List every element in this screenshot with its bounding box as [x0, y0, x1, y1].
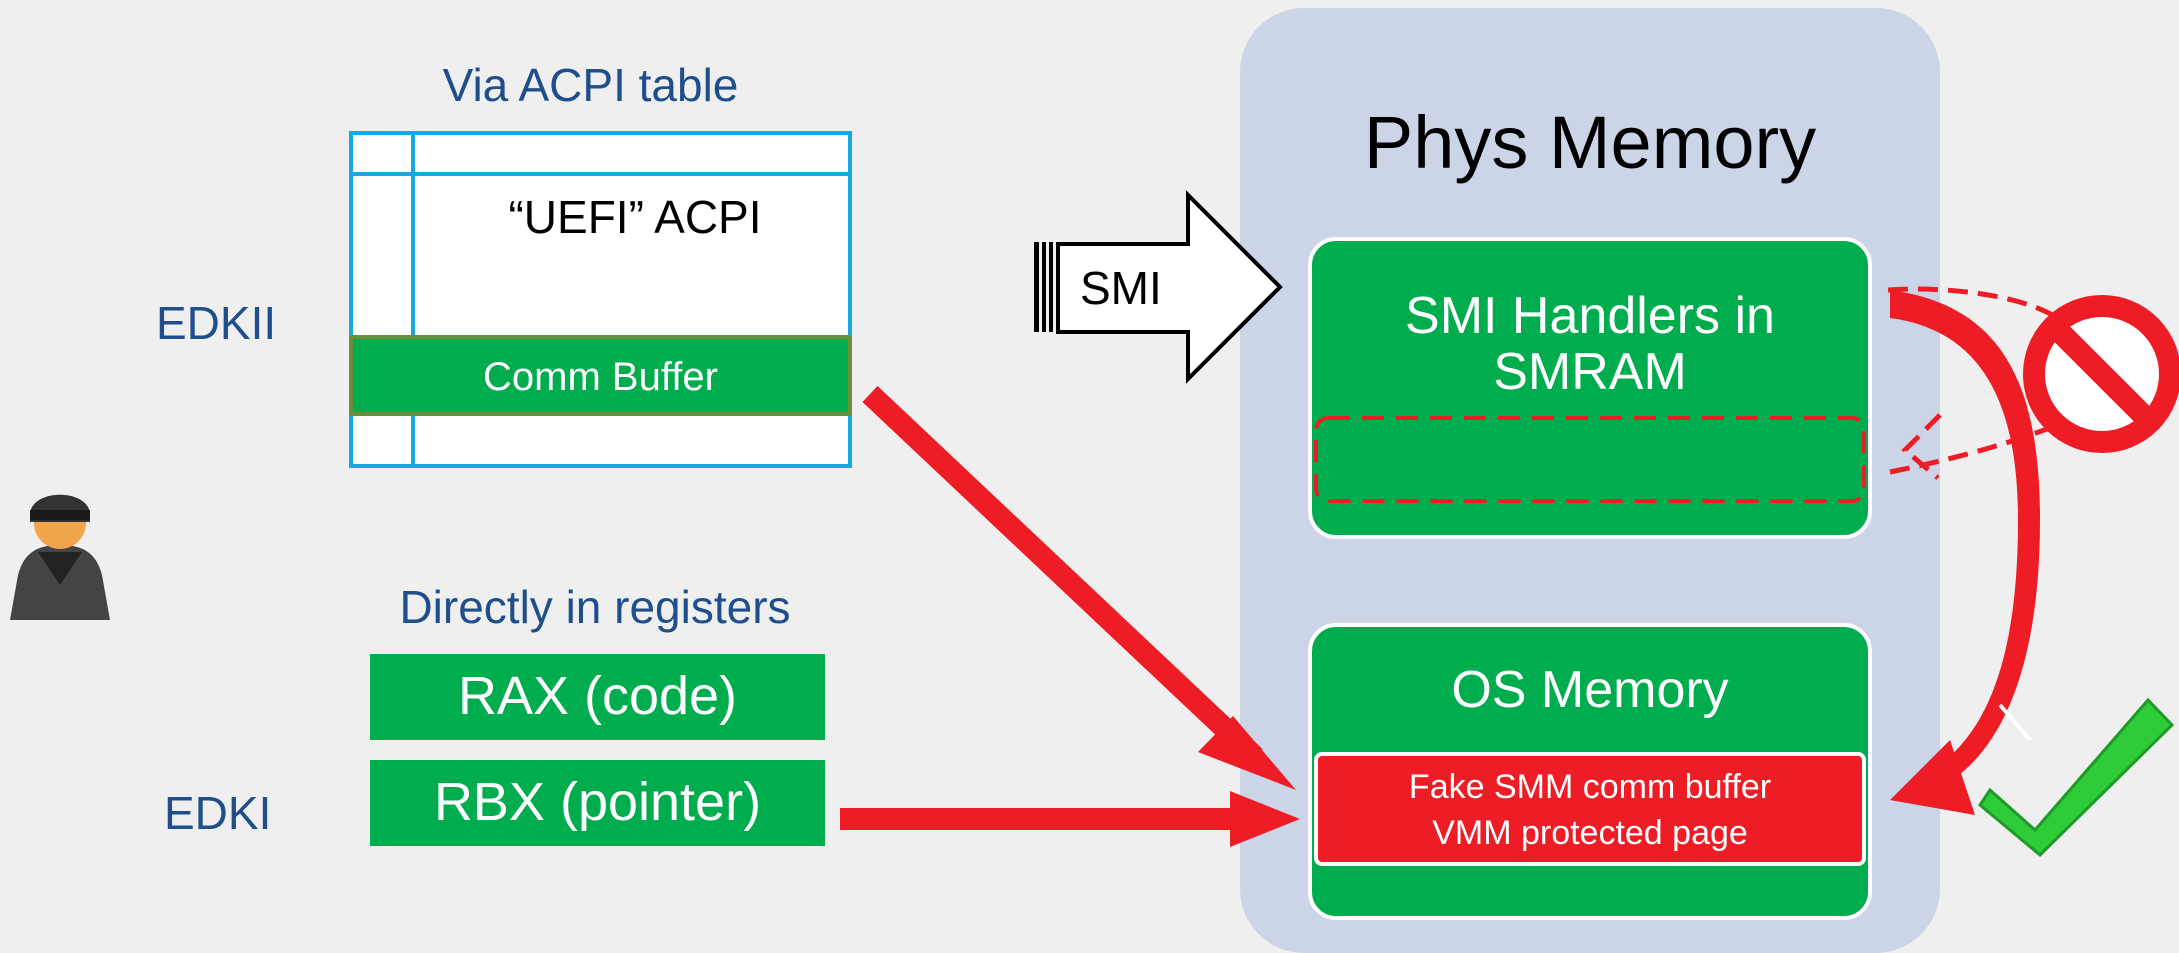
- rbx-arrow: [840, 791, 1300, 847]
- smi-handlers-line2: SMRAM: [1493, 343, 1687, 401]
- edki-label: EDKI: [164, 787, 272, 839]
- fake-comm-buffer-line2: VMM protected page: [1432, 814, 1748, 852]
- acpi-table-column-divider: [411, 135, 415, 464]
- smi-arrow: [1034, 190, 1283, 384]
- edkii-label: EDKII: [156, 297, 277, 349]
- rax-register-box: [370, 654, 825, 740]
- acpi-table-title: “UEFI” ACPI: [508, 191, 762, 243]
- comm-buffer-arrow: [862, 385, 1296, 790]
- phys-memory-title: Phys Memory: [1363, 101, 1817, 184]
- smi-handlers-box: [1308, 237, 1872, 539]
- attacker-icon: [10, 494, 110, 620]
- via-acpi-label: Via ACPI table: [442, 59, 739, 111]
- prohibited-icon: [2023, 295, 2179, 453]
- smi-handlers-label: SMI Handlers in SMRAM: [1308, 288, 1872, 400]
- smram-dashed-region: [1314, 416, 1866, 503]
- smi-arrow-label: SMI: [1080, 262, 1162, 314]
- smi-handlers-line1: SMI Handlers in: [1405, 287, 1775, 345]
- directly-in-registers-label: Directly in registers: [399, 581, 791, 633]
- rbx-register-box: [370, 760, 825, 846]
- comm-buffer-row: [349, 335, 852, 416]
- redirect-arrow: [1890, 290, 2040, 815]
- comm-buffer-label: Comm Buffer: [483, 355, 718, 399]
- rbx-register-label: RBX (pointer): [433, 772, 762, 832]
- acpi-table-row-divider: [353, 172, 848, 176]
- fake-comm-buffer-line1: Fake SMM comm buffer: [1408, 768, 1772, 806]
- os-memory-label: OS Memory: [1451, 661, 1729, 719]
- checkmark-icon: [1978, 697, 2175, 858]
- fake-comm-buffer-box: [1314, 752, 1866, 866]
- rax-register-label: RAX (code): [457, 666, 738, 726]
